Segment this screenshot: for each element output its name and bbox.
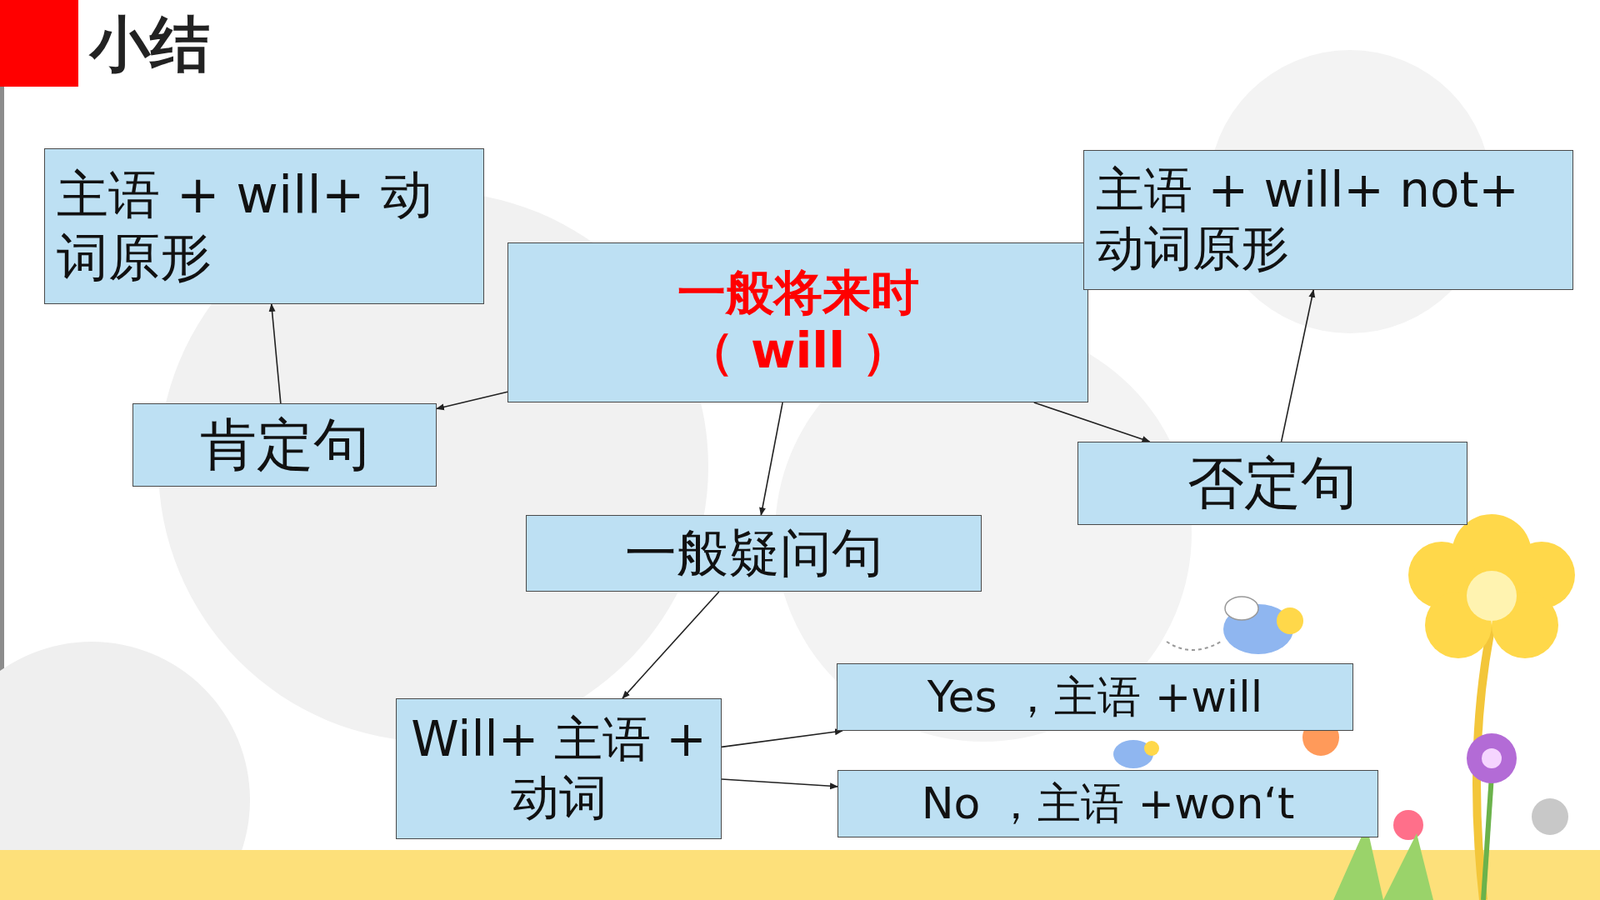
arrow-connector [622,591,720,699]
bee [1166,596,1304,655]
arrow-connector [760,402,783,515]
box-text: 主语 + will+ 动词原形 [56,164,472,289]
arrow-connector [1034,402,1150,442]
arrow-connector [721,730,843,747]
sentence-type-box: 一般疑问句 [525,515,982,592]
box-text: （ will ） [520,322,1076,381]
arrow-connector [721,779,838,787]
box-text: 主语 + will+ not+ 动词原形 [1095,161,1561,278]
answer-box: No ，主语 +won‘t [837,770,1379,838]
arrow-connector [436,391,508,409]
topic-box: 一般将来时（ will ） [507,242,1089,403]
box-text: 一般将来时 [520,264,1076,323]
flower-purple [1466,733,1517,900]
box-text: 否定句 [1090,449,1455,518]
box-text: Will+ 主语 + 动词 [408,710,710,827]
arrow-connector [1281,290,1315,442]
formula-box: 主语 + will+ 动词原形 [44,148,485,305]
formula-box: 主语 + will+ not+ 动词原形 [1083,150,1574,290]
box-text: Yes ，主语 +will [849,670,1341,723]
sentence-type-box: 否定句 [1077,441,1468,525]
box-text: 肯定句 [145,410,425,480]
answer-box: Yes ，主语 +will [836,663,1354,731]
flower-yellow [1408,514,1575,900]
formula-box: Will+ 主语 + 动词 [395,698,722,840]
bee [1113,740,1160,769]
arrow-connector [271,304,281,404]
box-text: No ，主语 +won‘t [850,777,1366,830]
box-text: 一般疑问句 [538,522,970,585]
sentence-type-box: 肯定句 [132,403,437,487]
title-marker [0,0,79,87]
slide-title: 小结 [90,8,210,80]
